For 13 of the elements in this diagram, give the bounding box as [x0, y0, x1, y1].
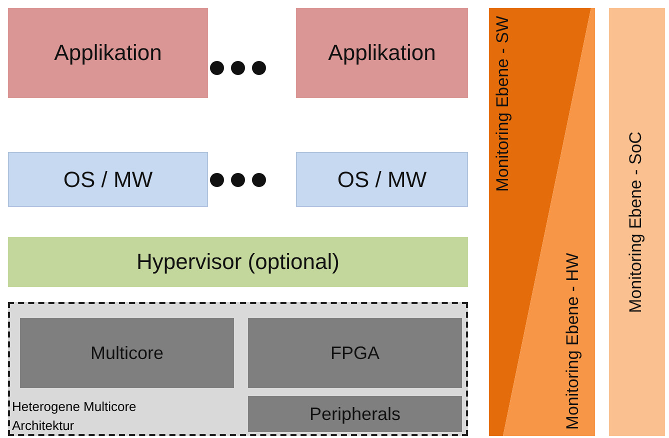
architecture-frame: [8, 302, 468, 436]
layer-box: Applikation: [8, 8, 208, 98]
rotated-label: Monitoring Ebene - SW: [493, 16, 513, 192]
rotated-label: Monitoring Ebene - SoC: [626, 130, 646, 315]
layer-box: FPGA: [248, 318, 462, 388]
layer-box: OS / MW: [296, 152, 468, 207]
layer-box: OS / MW: [8, 152, 208, 207]
group-label: Heterogene Multicore Architektur: [12, 398, 138, 435]
layer-box: Multicore: [20, 318, 234, 388]
layer-box: Applikation: [296, 8, 468, 98]
layer-box: Peripherals: [248, 396, 462, 432]
layer-box: Hypervisor (optional): [8, 237, 468, 287]
rotated-label: Monitoring Ebene - HW: [563, 253, 583, 430]
